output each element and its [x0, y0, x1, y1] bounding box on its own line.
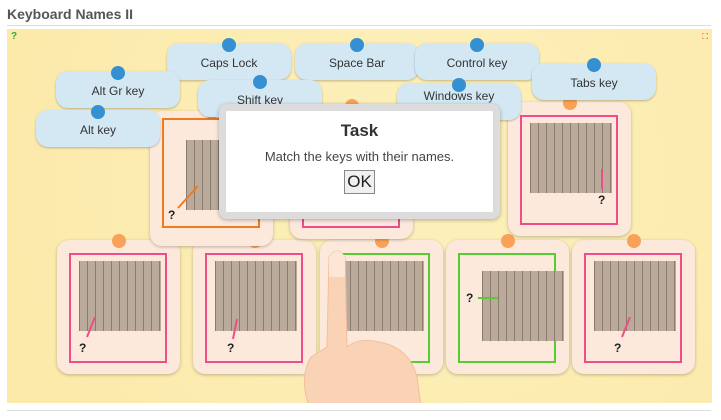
keyboard-image: [594, 261, 676, 331]
drop-zone[interactable]: ?: [205, 253, 303, 363]
label-text: Control key: [446, 56, 508, 70]
label-text: Windows key: [423, 89, 495, 103]
image-card[interactable]: ?: [446, 234, 569, 374]
dialog-title: Task: [340, 121, 379, 140]
question-mark: ?: [598, 193, 606, 207]
drop-zone[interactable]: ?: [458, 253, 564, 363]
question-mark: ?: [79, 341, 87, 355]
pin-icon: [111, 234, 126, 248]
divider: [7, 25, 711, 26]
pin-icon: [350, 38, 364, 52]
question-mark: ?: [614, 341, 622, 355]
drop-zone[interactable]: ?: [520, 115, 618, 225]
keyboard-image: [215, 261, 297, 331]
label-text: Caps Lock: [200, 56, 258, 70]
image-card[interactable]: ?: [193, 234, 316, 374]
label-alt-gr-key[interactable]: Alt Gr key: [56, 66, 180, 108]
label-text: Alt key: [79, 123, 116, 137]
image-card[interactable]: ?: [57, 234, 180, 374]
keyboard-image: [79, 261, 161, 331]
page-title: Keyboard Names II: [7, 6, 134, 22]
pin-icon: [253, 75, 267, 89]
question-mark: ?: [227, 341, 235, 355]
task-dialog: Task Match the keys with their names. OK: [219, 104, 500, 219]
label-space-bar[interactable]: Space Bar: [295, 38, 419, 80]
label-control-key[interactable]: Control key: [415, 38, 539, 80]
label-text: Tabs key: [570, 76, 618, 90]
dialog-message: Match the keys with their names.: [264, 149, 455, 164]
keyboard-image: [342, 261, 424, 331]
game-area: ? ⛶ ? ? ? ? ? ? Caps Lock Space Bar Cont…: [7, 29, 712, 403]
drop-zone[interactable]: [332, 253, 430, 363]
keyboard-image: [530, 123, 612, 193]
drop-zone[interactable]: ?: [69, 253, 167, 363]
keyboard-image: [482, 271, 564, 341]
label-text: Alt Gr key: [91, 84, 145, 98]
pin-icon: [626, 234, 641, 248]
pin-icon: [470, 38, 484, 52]
pin-icon: [500, 234, 515, 248]
pin-icon: [587, 58, 601, 72]
label-text: Shift key: [236, 93, 284, 107]
divider: [7, 410, 711, 411]
image-card[interactable]: ?: [508, 96, 631, 236]
image-card[interactable]: ?: [572, 234, 695, 374]
label-text: Space Bar: [328, 56, 386, 70]
label-caps-lock[interactable]: Caps Lock: [167, 38, 291, 80]
ok-button[interactable]: OK: [344, 170, 375, 194]
fullscreen-icon[interactable]: ⛶: [702, 32, 708, 41]
pin-icon: [452, 78, 466, 92]
label-alt-key[interactable]: Alt key: [36, 105, 160, 147]
help-icon[interactable]: ?: [11, 31, 18, 42]
pin-icon: [91, 105, 105, 119]
pointing-hand-icon: [304, 250, 421, 403]
question-mark: ?: [168, 208, 176, 222]
drop-zone[interactable]: ?: [584, 253, 682, 363]
label-tabs-key[interactable]: Tabs key: [532, 58, 656, 100]
pin-icon: [222, 38, 236, 52]
pin-icon: [111, 66, 125, 80]
question-mark: ?: [466, 291, 474, 305]
